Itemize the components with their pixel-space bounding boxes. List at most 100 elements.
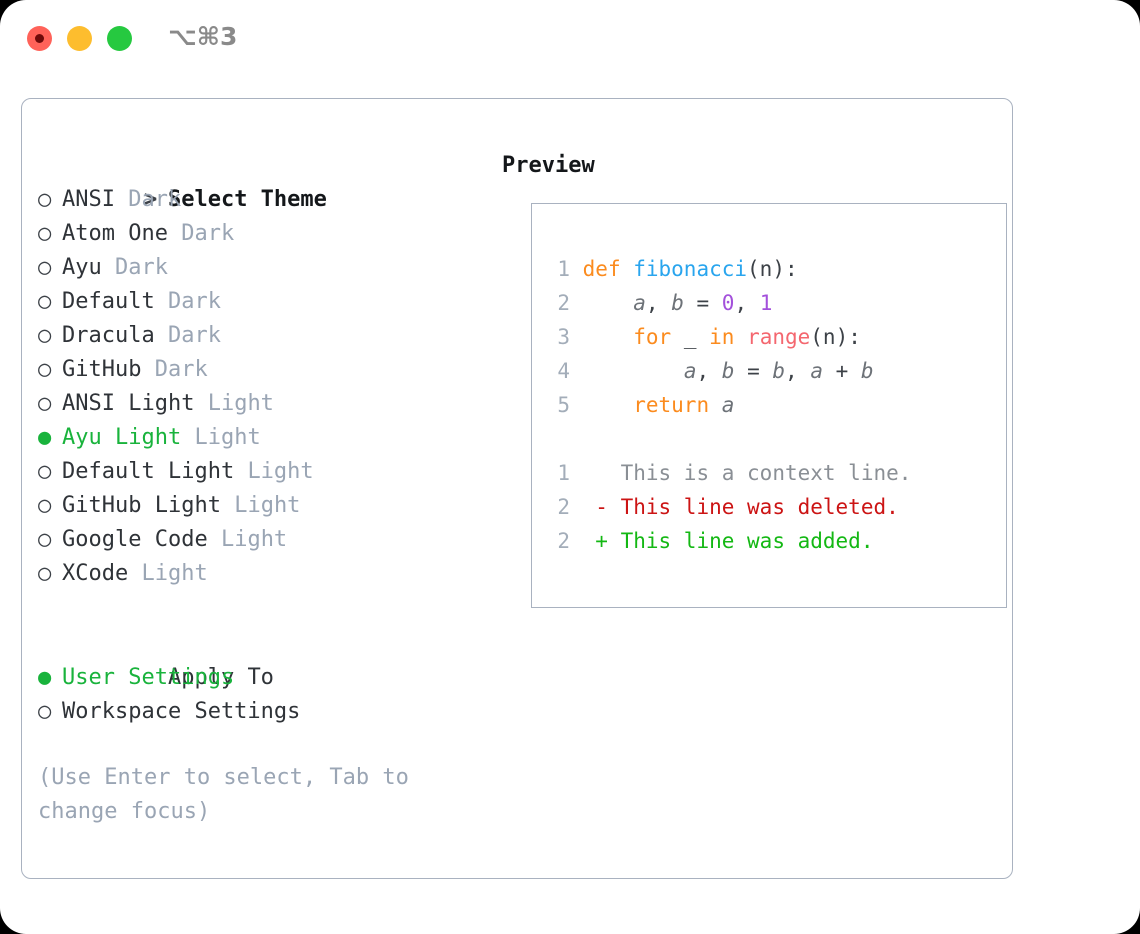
line-number: 1 <box>557 257 570 281</box>
code-token: + <box>822 359 861 383</box>
diff-text: This line was added. <box>607 529 874 553</box>
theme-list-item[interactable]: ○Dracula Dark <box>38 319 488 353</box>
code-line: 2 a, b = 0, 1 <box>548 286 998 320</box>
theme-list-item[interactable]: ○GitHub Light Light <box>38 489 488 523</box>
theme-list-item[interactable]: ○ Default Dark <box>38 285 488 319</box>
code-token <box>583 359 684 383</box>
theme-list-item[interactable]: ○XCode Light <box>38 557 488 591</box>
code-token <box>734 325 747 349</box>
code-line: 5 return a <box>548 388 998 422</box>
title-bar: ⌥⌘3 <box>0 0 1140 78</box>
theme-list-item[interactable]: ○GitHub Dark <box>38 353 488 387</box>
code-token: a <box>810 359 823 383</box>
theme-list-item[interactable]: ○Atom One Dark <box>38 217 488 251</box>
recording-indicator-icon <box>35 34 44 43</box>
diff-sample: 1 This is a context line.2 - This line w… <box>548 456 998 558</box>
radio-unselected-icon: ○ <box>38 289 52 314</box>
theme-variant-tag: Light <box>220 527 288 552</box>
theme-name-label: Atom One <box>62 221 168 246</box>
code-token: b <box>671 291 684 315</box>
apply-to-list-item[interactable]: ○ Workspace Settings <box>38 695 488 729</box>
code-token: , <box>734 291 760 315</box>
theme-name-label: Ayu <box>62 255 102 280</box>
theme-list-item[interactable]: ○ANSI Dark <box>38 183 488 217</box>
theme-name-label: Default <box>62 289 155 314</box>
code-token: a <box>633 291 646 315</box>
diff-text: This is a context line. <box>607 461 912 485</box>
apply-to-list[interactable]: ● User Settings ○ Workspace Settings <box>38 661 488 729</box>
radio-selected-icon: ● <box>38 665 52 690</box>
radio-unselected-icon: ○ <box>38 459 52 484</box>
minimize-window-button[interactable] <box>67 26 92 51</box>
code-line: 3 for _ in range(n): <box>548 320 998 354</box>
maximize-window-button[interactable] <box>107 26 132 51</box>
code-token <box>709 393 722 417</box>
theme-variant-tag: Dark <box>167 289 221 314</box>
code-token: _ <box>671 325 710 349</box>
theme-list-item[interactable]: ●Ayu Light Light <box>38 421 488 455</box>
apply-to-title: Apply To <box>167 665 274 690</box>
theme-name-label: Google Code <box>62 527 208 552</box>
radio-unselected-icon: ○ <box>38 323 52 348</box>
radio-unselected-icon: ○ <box>38 493 52 518</box>
theme-list-item[interactable]: ○ ANSI Light Light <box>38 387 488 421</box>
theme-variant-tag: Light <box>141 561 208 586</box>
radio-unselected-icon: ○ <box>38 391 52 416</box>
diff-sign <box>595 461 608 485</box>
select-theme-title: Select Theme <box>167 187 327 212</box>
apply-to-header: Apply To <box>38 627 488 690</box>
theme-variant-tag: Light <box>207 391 274 416</box>
code-token: = <box>734 359 773 383</box>
code-token: return <box>633 393 710 417</box>
theme-name-label: ANSI Light <box>62 391 195 416</box>
code-line: 1 def fibonacci(n): <box>548 252 998 286</box>
main-panel: >Select Theme ○ANSI Dark○Atom One Dark○A… <box>21 98 1013 879</box>
preview-column: Preview 1 def fibonacci(n):2 a, b = 0, 1… <box>502 149 1007 608</box>
theme-name-label: GitHub Light <box>62 493 221 518</box>
code-token: 1 <box>759 291 773 315</box>
theme-variant-tag: Dark <box>154 357 208 382</box>
diff-text: This line was deleted. <box>607 495 899 519</box>
theme-variant-tag: Dark <box>115 255 168 280</box>
diff-sign: - <box>595 495 608 519</box>
apply-to-label: User Settings <box>62 665 235 690</box>
theme-list[interactable]: ○ANSI Dark○Atom One Dark○Ayu Dark○Defaul… <box>38 183 488 591</box>
code-diff-spacer <box>548 422 998 456</box>
code-token: , <box>785 359 811 383</box>
code-token: (n): <box>810 325 861 349</box>
line-number: 2 <box>557 529 570 553</box>
theme-list-item[interactable]: ○ Ayu Dark <box>38 251 488 285</box>
apply-to-list-item[interactable]: ● User Settings <box>38 661 488 695</box>
line-number: 4 <box>557 359 570 383</box>
code-token: = <box>683 291 722 315</box>
theme-name-label: XCode <box>62 561 129 586</box>
code-token: b <box>772 359 786 383</box>
code-token: a <box>683 359 697 383</box>
radio-unselected-icon: ○ <box>38 357 52 382</box>
code-token: b <box>721 359 735 383</box>
radio-unselected-icon: ○ <box>38 527 52 552</box>
theme-name-label: ANSI <box>62 187 115 212</box>
code-token: range <box>747 325 811 349</box>
code-token: b <box>860 359 874 383</box>
radio-unselected-icon: ○ <box>38 699 52 724</box>
theme-list-item[interactable]: ○ Google Code Light <box>38 523 488 557</box>
apply-to-label: Workspace Settings <box>62 699 301 724</box>
keyboard-shortcut-label: ⌥⌘3 <box>168 22 238 51</box>
code-token: for <box>633 325 672 349</box>
code-line: 4 a, b = b, a + b <box>548 354 998 388</box>
code-token: , <box>645 291 672 315</box>
theme-variant-tag: Dark <box>167 323 221 348</box>
theme-variant-tag: Dark <box>181 221 235 246</box>
theme-list-item[interactable]: ○Default Light Light <box>38 455 488 489</box>
line-number: 2 <box>557 495 570 519</box>
radio-unselected-icon: ○ <box>38 255 52 280</box>
code-token <box>583 291 634 315</box>
diff-sign: + <box>595 529 608 553</box>
code-token: a <box>721 393 735 417</box>
radio-unselected-icon: ○ <box>38 187 52 212</box>
